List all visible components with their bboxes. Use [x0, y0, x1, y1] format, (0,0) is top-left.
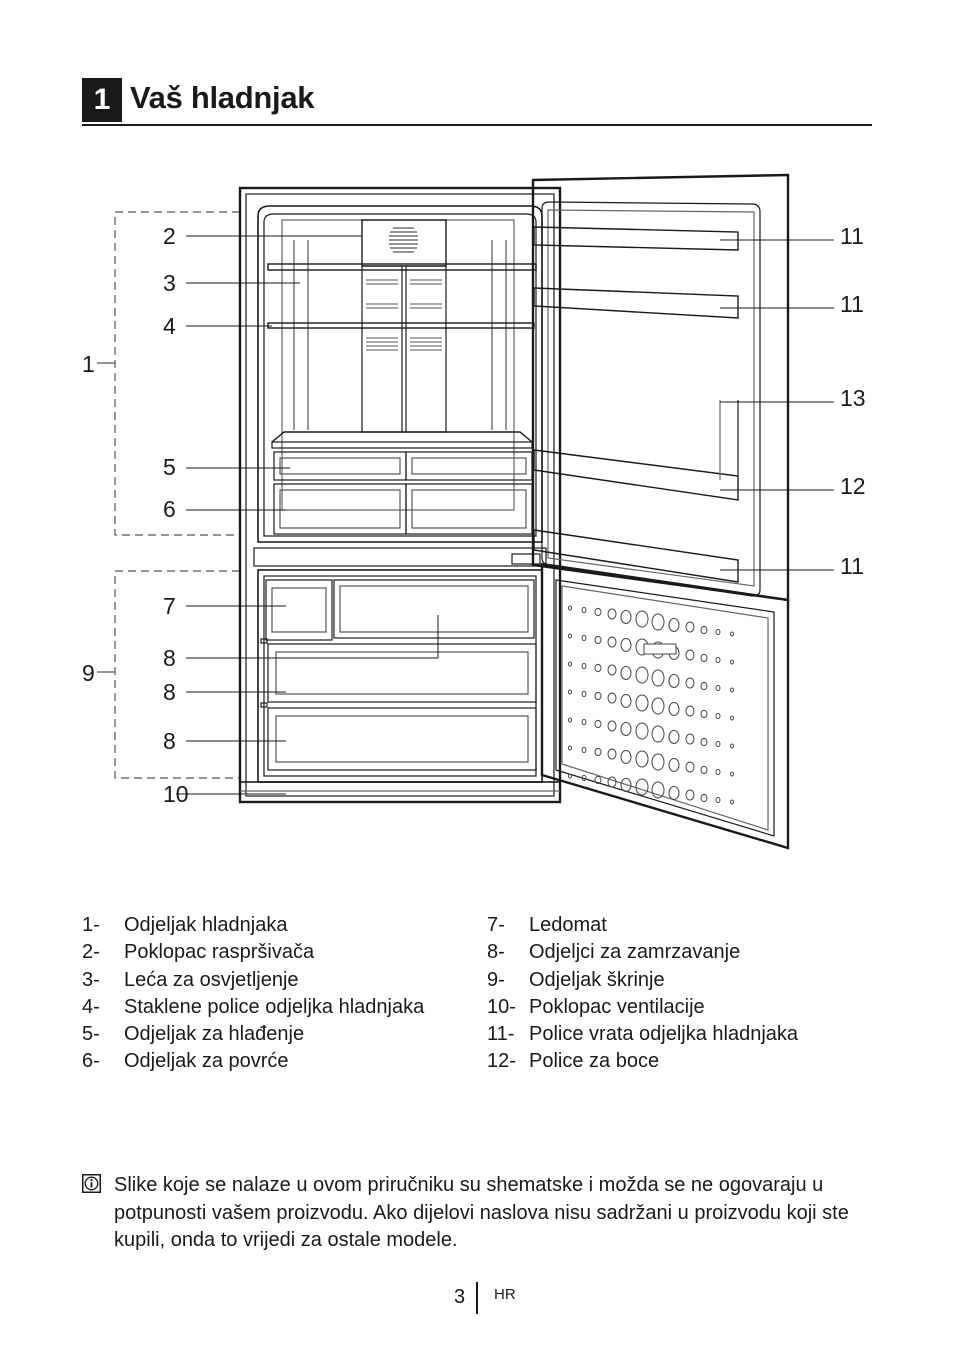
legend-item: 1-Odjeljak hladnjaka: [82, 914, 288, 936]
callout-2: 2: [163, 223, 176, 249]
refrigerator-drawing: [97, 173, 834, 850]
callout-11-top: 11: [840, 223, 864, 249]
section-title: Vaš hladnjak: [130, 80, 315, 115]
note-text: Slike koje se nalaze u ovom priručniku s…: [114, 1174, 849, 1251]
section-number: 1: [82, 78, 122, 122]
legend-item: 2-Poklopac raspršivača: [82, 941, 315, 964]
legend-item: 6-Odjeljak za povrće: [82, 1050, 289, 1073]
callout-8-middle: 8: [163, 679, 176, 705]
callout-11-bottom: 11: [840, 553, 864, 579]
callout-5: 5: [163, 454, 176, 480]
legend-item: 9-Odjeljak škrinje: [487, 968, 665, 991]
legend-item: 10-Poklopac ventilacije: [487, 995, 705, 1018]
callout-11-middle: 11: [840, 291, 864, 317]
callout-12: 12: [840, 473, 866, 499]
callout-4: 4: [163, 313, 176, 339]
legend-item: 5-Odjeljak za hlađenje: [82, 1023, 305, 1046]
legend-left: 1-Odjeljak hladnjaka 2-Poklopac raspršiv…: [82, 912, 482, 1076]
legend-right: 7-Ledomat 8-Odjeljci za zamrzavanje 9-Od…: [487, 912, 887, 1076]
callout-9: 9: [82, 660, 95, 686]
info-icon: [82, 1174, 101, 1193]
page-footer: 3 HR: [440, 1282, 560, 1314]
callout-7: 7: [163, 593, 176, 619]
callout-3: 3: [163, 270, 176, 296]
legend-item: 12-Police za boce: [487, 1050, 660, 1073]
callout-1: 1: [82, 351, 95, 377]
callout-6: 6: [163, 496, 176, 522]
language-code: HR: [494, 1286, 516, 1303]
refrigerator-diagram: 1 2 3 4 5 6 7 8 8 8 9 10 11 11 13 12 11: [0, 150, 954, 870]
callout-13: 13: [840, 385, 866, 411]
callout-8-lower: 8: [163, 728, 176, 754]
legend-item: 8-Odjeljci za zamrzavanje: [487, 941, 741, 964]
footer-divider: [476, 1282, 478, 1314]
legend-item: 3-Leća za osvjetljenje: [82, 968, 299, 991]
legend-item: 11-Police vrata odjeljka hladnjaka: [487, 1023, 799, 1046]
legend-item: 4-Staklene police odjeljka hladnjaka: [82, 995, 425, 1018]
legend-item: 7-Ledomat: [487, 914, 607, 936]
callout-10: 10: [163, 781, 189, 807]
page-number: 3: [454, 1286, 466, 1308]
section-heading: 1 Vaš hladnjak: [82, 78, 872, 126]
callout-8-upper: 8: [163, 645, 176, 671]
